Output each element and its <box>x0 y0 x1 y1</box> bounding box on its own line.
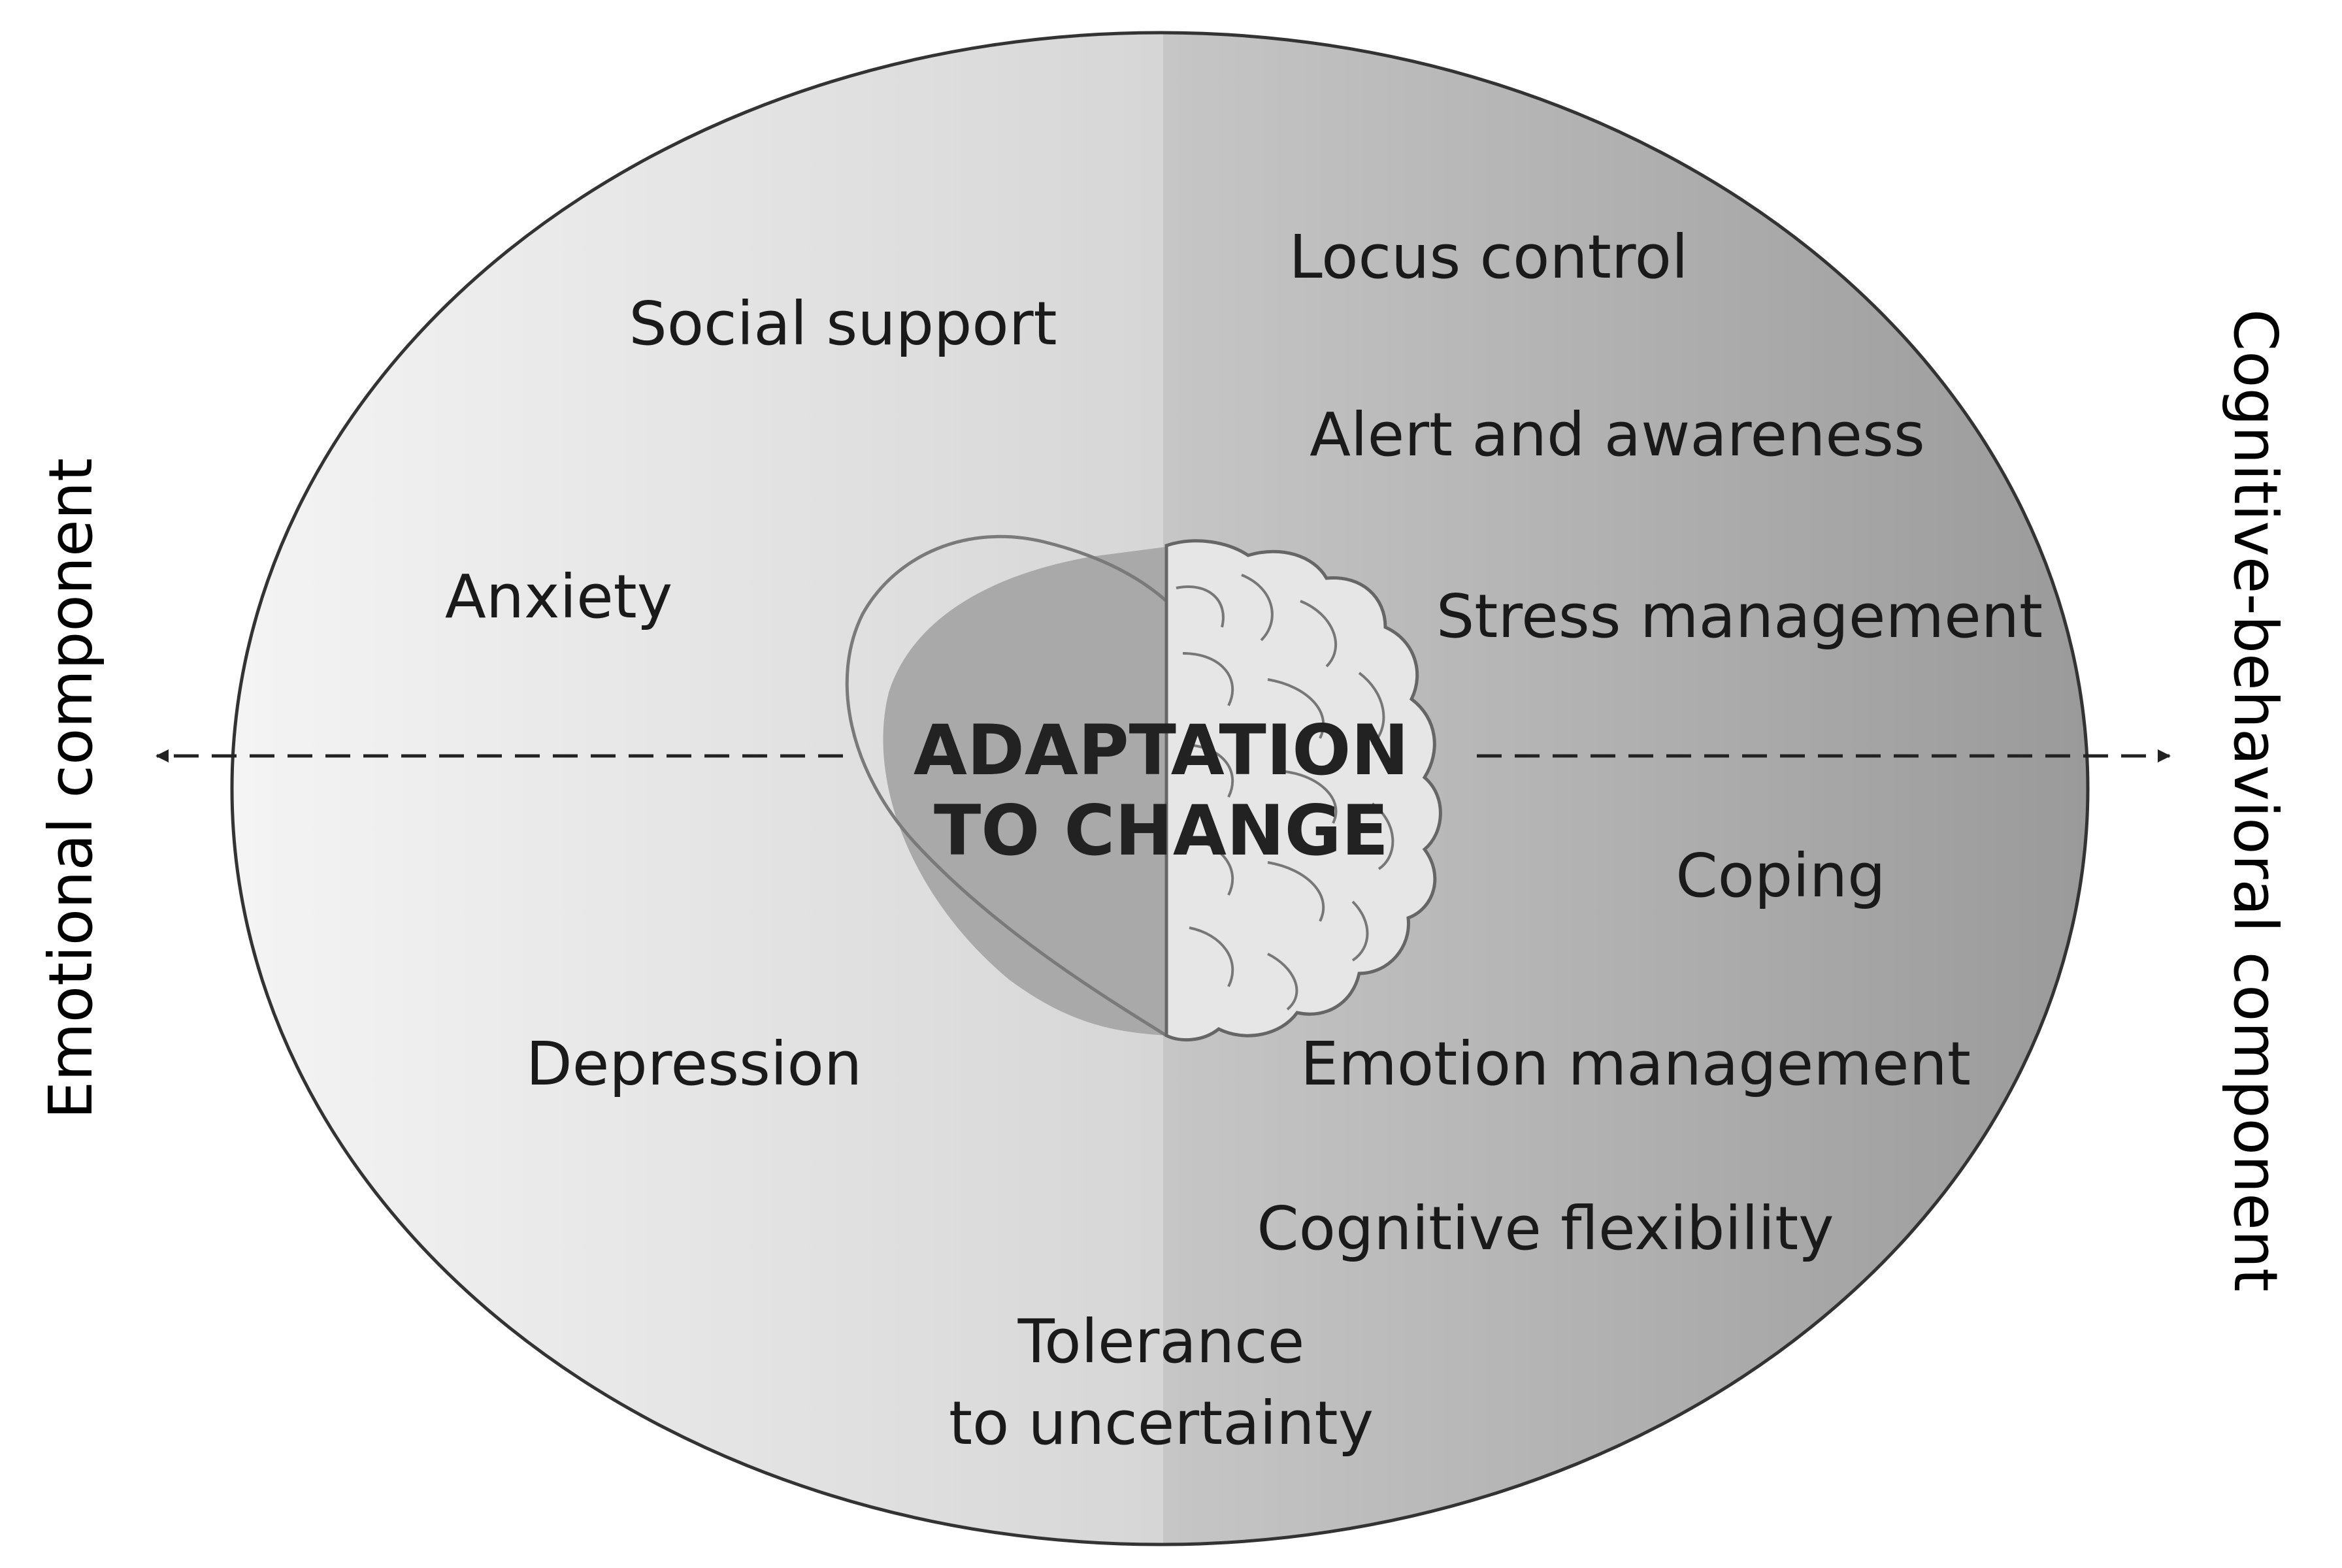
factor-locus-control: Locus control <box>1289 222 1689 292</box>
factor-depression: Depression <box>526 1029 862 1099</box>
factor-tolerance-line2: to uncertainty <box>949 1388 1374 1458</box>
factor-cognitive-flexibility: Cognitive flexibility <box>1257 1194 1834 1264</box>
axis-label-emotional: Emotional component <box>36 458 106 1119</box>
factor-alert-awareness: Alert and awareness <box>1310 400 1925 470</box>
factor-stress-management: Stress management <box>1436 581 2043 651</box>
factor-tolerance-line1: Tolerance <box>1017 1307 1305 1377</box>
axis-label-cognitive: Cognitive-behavioral component <box>2220 309 2290 1292</box>
factor-social-support: Social support <box>629 289 1057 359</box>
center-title-line1: ADAPTATION <box>914 710 1409 791</box>
factor-coping: Coping <box>1675 841 1885 911</box>
factor-emotion-management: Emotion management <box>1300 1029 1971 1099</box>
heart-icon <box>845 534 1168 1037</box>
ellipse-outline <box>230 31 2090 1546</box>
center-title-line2: TO CHANGE <box>934 791 1389 871</box>
factor-anxiety: Anxiety <box>445 562 672 632</box>
brain-icon <box>1164 539 1442 1042</box>
